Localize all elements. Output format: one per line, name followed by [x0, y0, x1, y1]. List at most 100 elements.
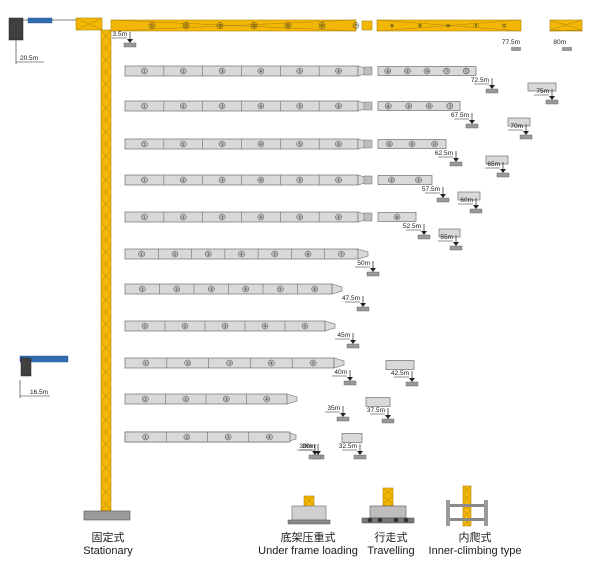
under-frame-caption-zh: 底架压重式 — [280, 532, 336, 544]
config-row-4-primary-hook: 57.5m — [422, 186, 450, 203]
config-row-8-primary-hook-trolley — [346, 343, 360, 349]
config-row-11-alt-jib — [341, 433, 363, 443]
travelling-wheel-icon-3 — [403, 517, 409, 523]
config-row-1-tip-extension — [527, 82, 557, 92]
top-jib-section-2: ③ — [218, 24, 223, 30]
config-row-5-tip-extension-body — [438, 228, 461, 238]
config-row-1-link-4: ⑫ — [464, 68, 469, 75]
hook-offset-label: 3.5m — [113, 31, 127, 38]
config-row-6-jib-tip — [357, 248, 369, 260]
config-row-5-section-2: ③ — [220, 215, 225, 221]
config-row-6-section-ring-3 — [238, 250, 245, 258]
top-jib-section-4: ⑤ — [286, 24, 291, 30]
config-row-9-section-4: ⑤ — [311, 361, 316, 367]
config-row-1-section-ring-3 — [257, 67, 265, 75]
config-row-2-section-5: ⑥ — [336, 104, 341, 110]
config-row-7-primary-hook-hook-icon — [360, 303, 366, 307]
config-row-4-primary-hook-trolley — [436, 197, 450, 203]
config-row-1-extension — [377, 66, 477, 76]
config-row-2-section-2: ③ — [220, 104, 225, 110]
config-row-10-primary-hook-label: 35m — [327, 405, 340, 412]
config-row-3-tip-extension — [485, 155, 509, 165]
config-row-3-section-3: ④ — [259, 142, 264, 148]
config-row-1-extension-body — [377, 66, 477, 76]
config-row-3-section-ring-3 — [257, 140, 265, 148]
config-row-11-main-hook-hook-icon — [312, 451, 318, 455]
config-row-2-extension-body — [377, 101, 461, 111]
config-row-7-section-3: ④ — [244, 287, 249, 293]
config-row-11-main-section-ring-0 — [142, 433, 149, 441]
travelling-caption-zh: 行走式 — [374, 532, 408, 544]
travelling-wheel-icon-2 — [393, 517, 399, 523]
config-row-5-section-5: ⑥ — [336, 215, 341, 221]
config-row-10-primary-hook: 35m — [325, 405, 350, 422]
config-row-2-primary-hook: 67.5m — [451, 112, 479, 129]
config-row-7-primary-hook: 47.5m — [342, 295, 370, 312]
top-jib-section-ring-5 — [318, 22, 326, 29]
config-row-5-section-3: ④ — [259, 215, 264, 221]
config-row-6-section-ring-5 — [304, 250, 312, 258]
config-row-10-alt-hook-label: 37.5m — [367, 407, 385, 414]
small-counterweight — [20, 357, 32, 377]
config-row-4-secondary-hook: 60m — [458, 197, 483, 214]
config-row-8-section-1: ② — [183, 324, 188, 330]
top-jib-section-3: ④ — [252, 24, 257, 30]
config-row-3-secondary-hook-trolley — [496, 172, 510, 178]
config-row-1-section-ring-4 — [296, 67, 303, 75]
config-row-1-link-ring-1 — [404, 67, 411, 75]
config-row-3-section-1: ② — [181, 142, 186, 148]
config-row-11-primary-hook-label: 30m — [302, 443, 315, 450]
config-row-10-section-ring-0 — [142, 395, 149, 403]
config-row-2-extension — [377, 101, 461, 111]
counterweight — [8, 17, 24, 41]
config-row-4-section-ring-3 — [257, 176, 265, 184]
config-row-6-section-4: ⑤ — [273, 252, 278, 258]
config-row-8-primary-hook-hook-icon — [350, 340, 356, 344]
config-row-1-link-box — [363, 66, 373, 76]
config-row-5-primary-hook-label: 52.5m — [403, 223, 421, 230]
config-row-11-alt-hook-label: 32.5m — [339, 443, 357, 450]
config-row-9-alt-hook-hook-icon — [409, 378, 415, 382]
config-row-4-section-4: ⑤ — [298, 178, 303, 184]
config-row-9-section-ring-1 — [184, 359, 191, 367]
config-row-7-section-ring-5 — [311, 285, 318, 293]
top-jib-link-3: ⑪ — [473, 23, 478, 30]
config-row-4-section-ring-5 — [335, 176, 342, 184]
config-row-7-section-ring-2 — [208, 285, 215, 293]
small-counter-jib — [19, 355, 69, 363]
config-row-8-section-0: ① — [143, 324, 148, 330]
config-row-2-link-1: ⑨ — [407, 104, 412, 110]
config-row-2-primary-hook-hook-icon — [469, 120, 475, 124]
config-row-6-section-ring-0 — [138, 250, 145, 258]
config-row-5-link-0: ⑧ — [395, 215, 400, 221]
config-row-4-link-ring-1 — [415, 176, 422, 184]
top-jib-tip-frame — [549, 19, 583, 32]
counter-jib — [75, 17, 103, 31]
config-row-3-secondary-hook-hook-icon — [500, 169, 506, 173]
config-row-4-secondary-hook-trolley — [469, 208, 483, 214]
config-row-10-alt-jib — [365, 397, 391, 407]
config-row-3-section-2: ③ — [220, 142, 225, 148]
config-row-10-section-ring-1 — [182, 395, 189, 403]
config-row-2-secondary-hook-label: 70m — [510, 123, 523, 130]
config-row-7-section-0: ① — [140, 287, 145, 293]
counter-jib-length: 20.5m — [20, 55, 38, 62]
config-row-8-section-3: ④ — [263, 324, 268, 330]
config-row-1-link-ring-4 — [462, 67, 470, 75]
config-row-1-link-3: ⑪ — [444, 68, 449, 75]
config-row-5-primary-hook-trolley — [417, 234, 431, 240]
config-row-9-alt-jib — [385, 360, 415, 370]
config-row-4-section-ring-2 — [218, 176, 226, 184]
config-row-1-section-ring-1 — [180, 67, 187, 75]
inner-climbing-caption-zh: 内爬式 — [458, 532, 492, 544]
config-row-5-section-1: ② — [181, 215, 186, 221]
config-row-10-alt-hook-hook-icon — [385, 415, 391, 419]
under-frame-caption-en: Under frame loading — [258, 545, 358, 557]
config-row-5-primary-hook: 52.5m — [403, 223, 431, 240]
config-row-1-section-4: ⑤ — [298, 69, 303, 75]
config-row-5-extension-body — [377, 212, 417, 222]
